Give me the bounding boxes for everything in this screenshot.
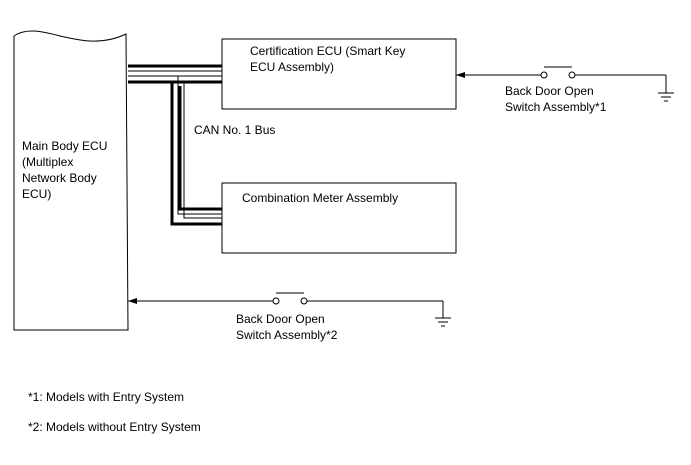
main-body-ecu-label: Main Body ECU (Multiplex Network Body EC… [22,139,108,201]
ground-icon [658,92,674,102]
certification-ecu-label: Certification ECU (Smart Key ECU Assembl… [250,44,406,74]
can-bus-label: CAN No. 1 Bus [194,123,276,137]
switch2-circuit [128,292,444,318]
ground-icon [435,317,451,327]
switch1-circuit [456,66,667,93]
certification-ecu-box [221,38,457,110]
footnote-2: *2: Models without Entry System [28,420,201,434]
footnote-1: *1: Models with Entry System [28,390,185,404]
main-body-ecu-box [13,30,129,331]
switch1-label: Back Door Open Switch Assembly*1 [505,84,607,114]
can-bus-wiring [128,64,222,226]
switch2-label: Back Door Open Switch Assembly*2 [236,312,338,342]
combination-meter-label: Combination Meter Assembly [242,191,399,205]
